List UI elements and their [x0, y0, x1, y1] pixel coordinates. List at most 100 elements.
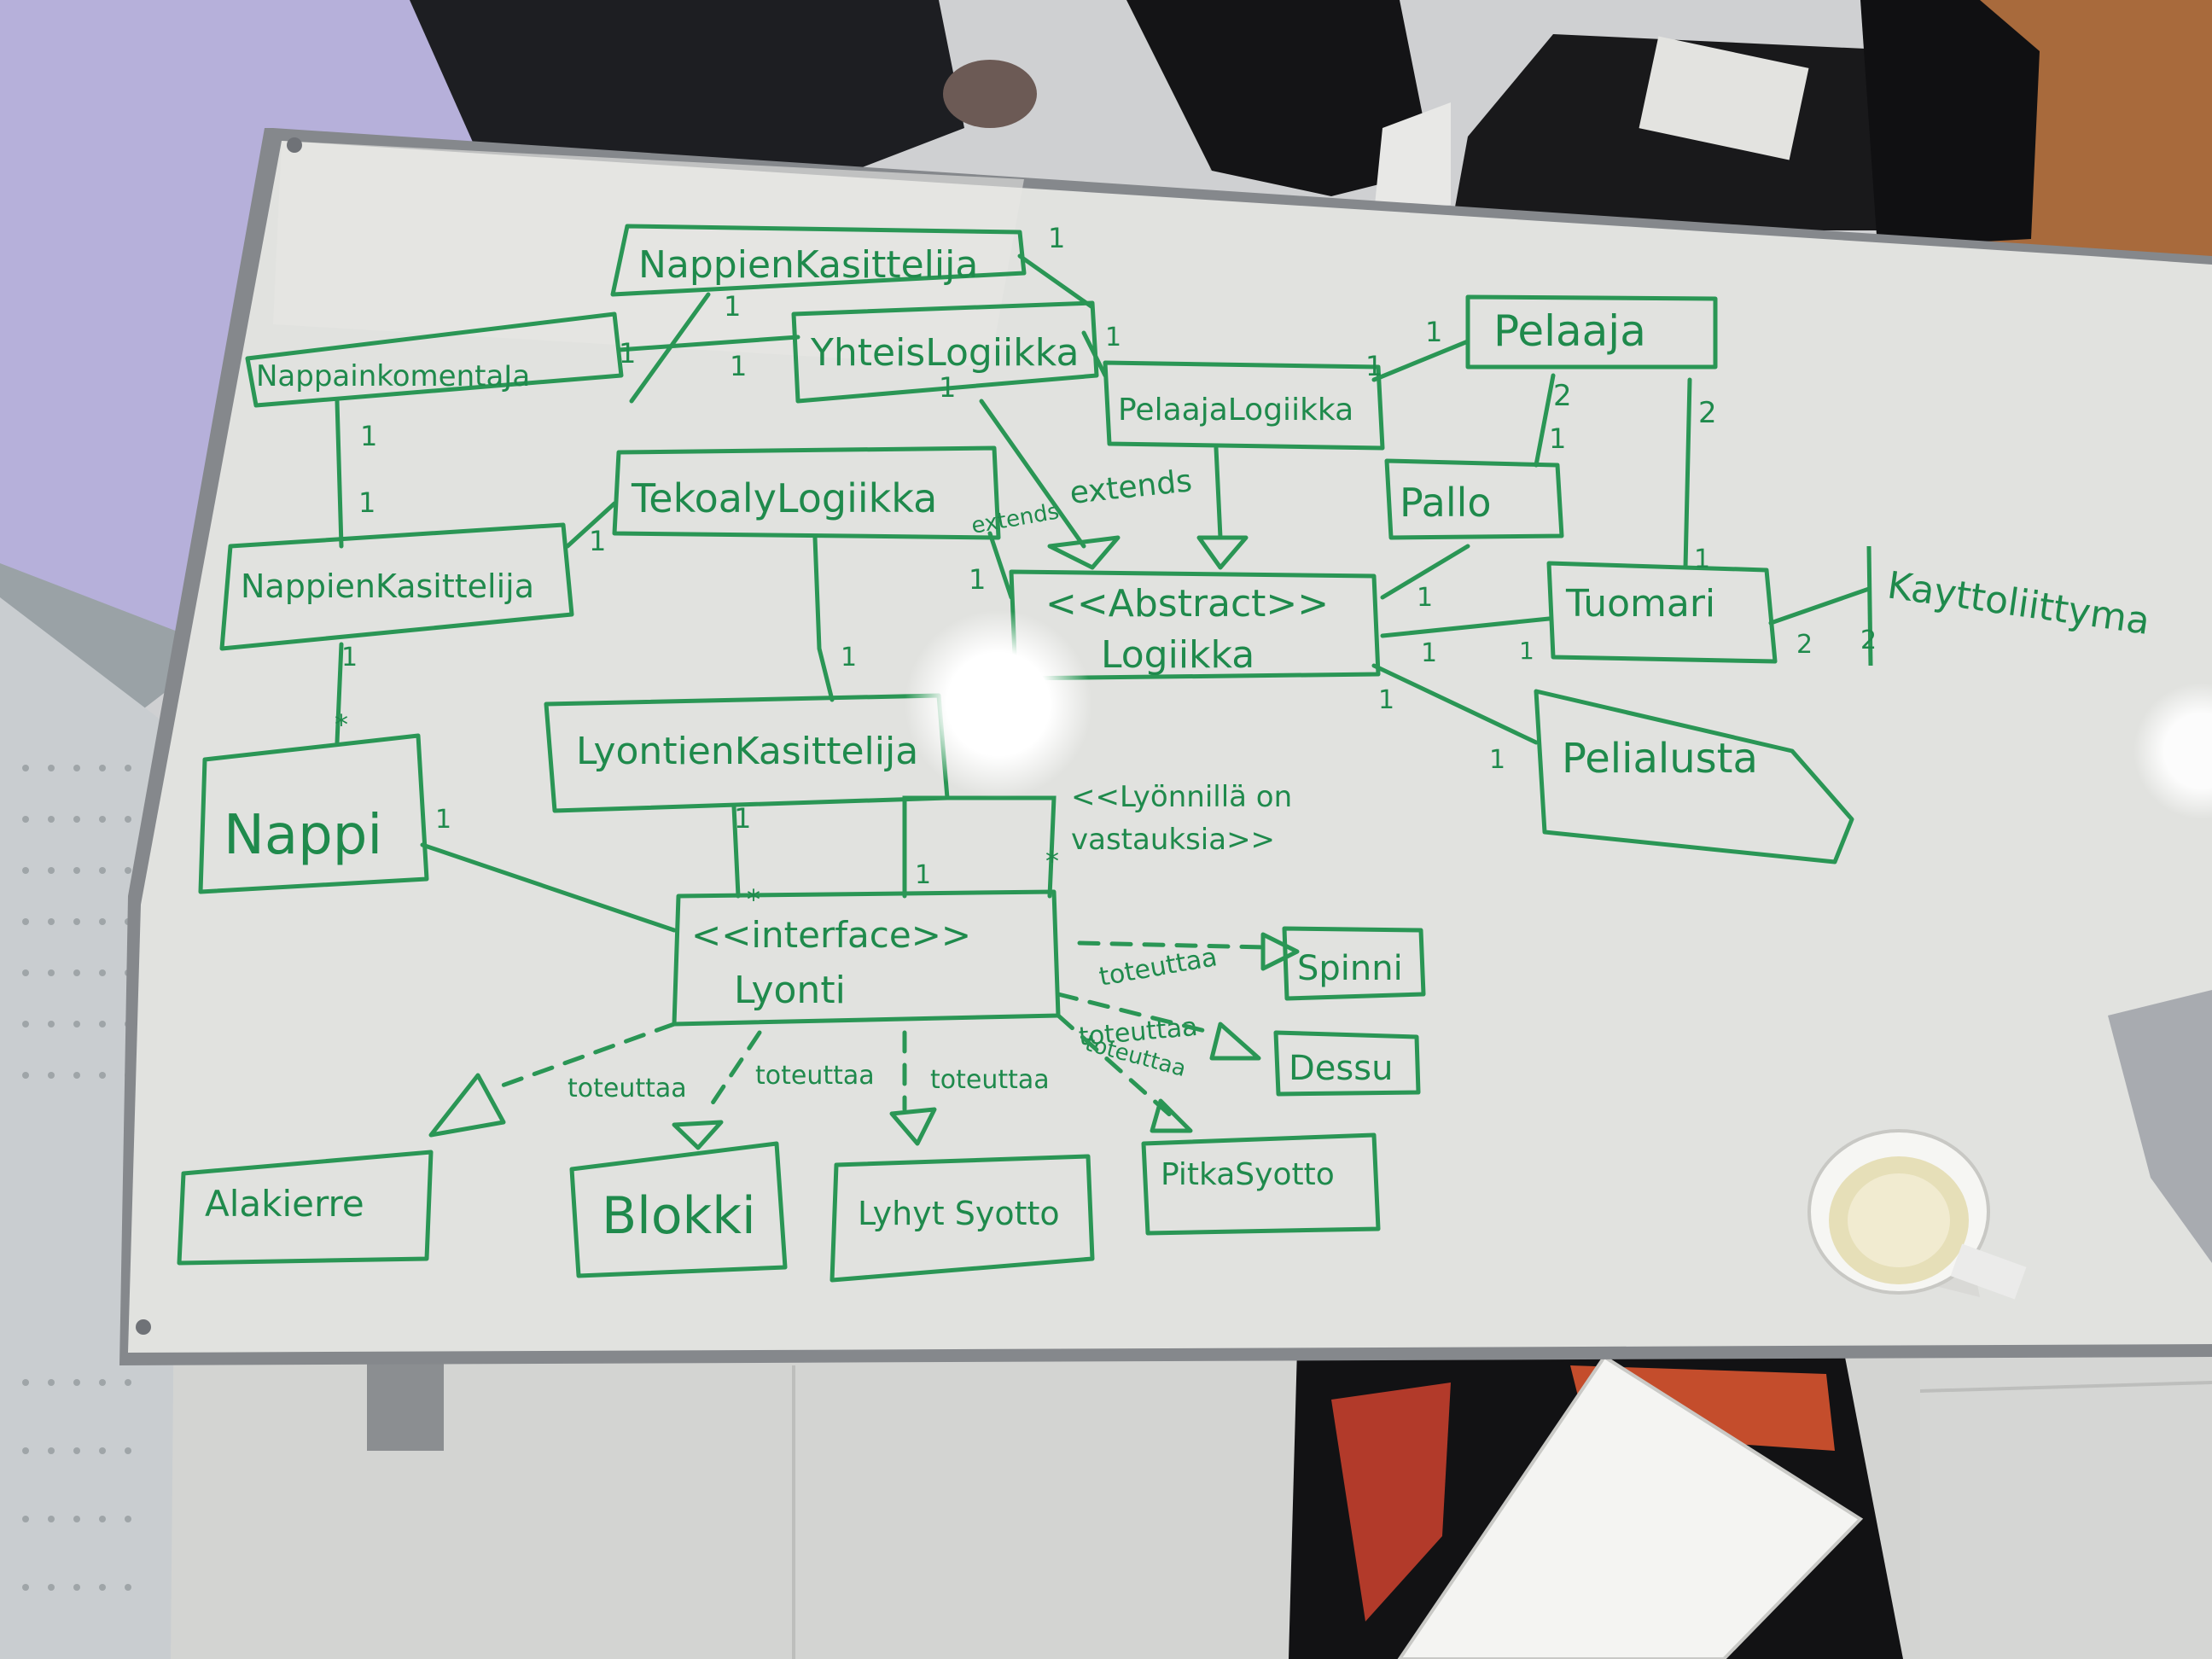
notebook	[2108, 990, 2212, 1263]
realization-line	[1056, 992, 1214, 1035]
multiplicity: 1	[730, 350, 747, 382]
class-label-tuomari: Tuomari	[1565, 582, 1715, 626]
inheritance-triangle	[1196, 535, 1249, 570]
class-box-pelaajalogiikka	[1103, 360, 1385, 451]
class-box-nappainkomentaja	[245, 311, 624, 408]
table-leg	[367, 1357, 444, 1451]
inheritance-triangle	[1150, 1098, 1193, 1133]
multiplicity: 2	[1860, 626, 1877, 655]
board-screw	[136, 1319, 151, 1335]
assoc-line	[335, 399, 344, 549]
class-label-pallo: Pallo	[1400, 480, 1492, 526]
light-glare	[2133, 683, 2212, 819]
multiplicity: 1	[939, 371, 956, 404]
class-box-pitka-syotto	[1141, 1132, 1381, 1236]
multiplicity: 1	[1489, 745, 1505, 775]
inheritance-triangle	[428, 1073, 506, 1138]
multiplicity: 1	[969, 563, 986, 596]
realization-line	[1077, 940, 1266, 950]
assoc-line	[1534, 373, 1556, 468]
multiplicity: 1	[1421, 638, 1437, 668]
class-box-lyhyt-syotto	[830, 1154, 1095, 1283]
note-lyonnilla-line1: <<Lyönnillä on	[1071, 780, 1292, 814]
multiplicity: 1	[1417, 583, 1433, 613]
multiplicity: *	[335, 708, 348, 741]
class-label-lyontienkasittelija: LyontienKasittelija	[576, 730, 918, 773]
assoc-line	[616, 335, 800, 352]
class-label-lyhyt-syotto: Lyhyt Syotto	[858, 1195, 1060, 1232]
light-glare	[905, 610, 1092, 798]
multiplicity: 1	[1365, 350, 1382, 382]
multiplicity: 2	[1796, 630, 1813, 660]
multiplicity: 1	[360, 420, 377, 452]
assoc-line	[629, 292, 711, 404]
class-box-tuomari	[1546, 561, 1778, 664]
class-label-pitka-syotto: PitkaSyotto	[1161, 1157, 1335, 1192]
multiplicity: 1	[915, 860, 931, 890]
laptop	[1397, 1354, 1864, 1659]
class-box-pelialusta	[1534, 689, 1854, 864]
multiplicity: 1	[341, 643, 358, 672]
class-box-blokki	[569, 1141, 788, 1278]
multiplicity: 1	[1694, 544, 1710, 574]
assoc-line	[1768, 586, 1871, 626]
multiplicity: 1	[1378, 685, 1394, 715]
multiplicity: 1	[358, 486, 375, 519]
class-stereotype-interface: <<interface>>	[691, 914, 971, 956]
class-box-spinni	[1282, 926, 1426, 1001]
multiplicity: 2	[1553, 379, 1572, 413]
assoc-line	[565, 501, 617, 549]
assoc-line	[335, 642, 344, 745]
generalization-line	[979, 399, 1086, 549]
class-label-pelaaja: Pelaaja	[1493, 306, 1646, 356]
label-toteuttaa-5: toteuttaa	[930, 1065, 1050, 1095]
multiplicity: 1	[724, 290, 741, 323]
assoc-line	[1380, 616, 1551, 638]
class-box-tekoalylogiikka	[612, 445, 1001, 540]
label-toteuttaa-4: toteuttaa	[755, 1061, 875, 1091]
assoc-line	[987, 531, 1014, 600]
multiplicity: 1	[734, 802, 751, 835]
paper-cup	[1807, 1129, 2027, 1300]
class-label-alakierre: Alakierre	[205, 1183, 364, 1225]
class-box-dessu	[1273, 1030, 1421, 1097]
multiplicity: 1	[589, 525, 606, 557]
assoc-line	[812, 535, 835, 702]
realization-line	[1056, 1013, 1176, 1121]
multiplicity: 1	[1519, 637, 1534, 665]
class-label-nappainkomentaja: NappainkomentaJa	[256, 359, 530, 393]
class-label-nappi: Nappi	[224, 804, 382, 867]
inheritance-triangle	[672, 1120, 724, 1150]
multiplicity: 1	[435, 805, 451, 835]
multiplicity: 1	[1048, 222, 1065, 254]
floor-tile-line	[1919, 1381, 2212, 1393]
class-label-yhteislogiikka: YhteisLogiikka	[810, 331, 1079, 375]
class-label-blokki: Blokki	[602, 1186, 756, 1246]
class-box-nappienkasittelija-top	[610, 224, 1027, 297]
multiplicity: 1	[1425, 316, 1442, 348]
class-label-nappienkasittelija-top: NappienKasittelija	[638, 243, 978, 287]
assoc-line	[1081, 330, 1108, 378]
class-box-yhteislogiikka	[791, 300, 1099, 404]
multiplicity: *	[747, 883, 760, 916]
multiplicity: 1	[1105, 323, 1121, 352]
assoc-line	[1683, 377, 1692, 570]
class-label-tekoalylogiikka: TekoalyLogiikka	[631, 475, 937, 521]
assoc-line	[1371, 339, 1470, 382]
assoc-line	[1371, 663, 1539, 745]
assoc-line	[420, 842, 677, 933]
class-label-pelaajalogiikka: PelaajaLogiikka	[1118, 393, 1353, 428]
multiplicity: *	[1045, 845, 1059, 877]
board-screw	[287, 137, 302, 153]
class-box-nappienkasittelija-left	[219, 522, 574, 651]
class-label-nappienkasittelija-left: NappienKasittelija	[241, 568, 534, 605]
inheritance-triangle	[1260, 932, 1300, 971]
class-box-nappi	[198, 733, 429, 894]
class-label-lyonti: Lyonti	[734, 969, 846, 1012]
class-label-pelialusta: Pelialusta	[1562, 735, 1758, 783]
inheritance-triangle	[1047, 535, 1121, 570]
assoc-line	[902, 795, 1057, 899]
assoc-line	[1380, 544, 1470, 600]
multiplicity: 1	[619, 337, 636, 370]
